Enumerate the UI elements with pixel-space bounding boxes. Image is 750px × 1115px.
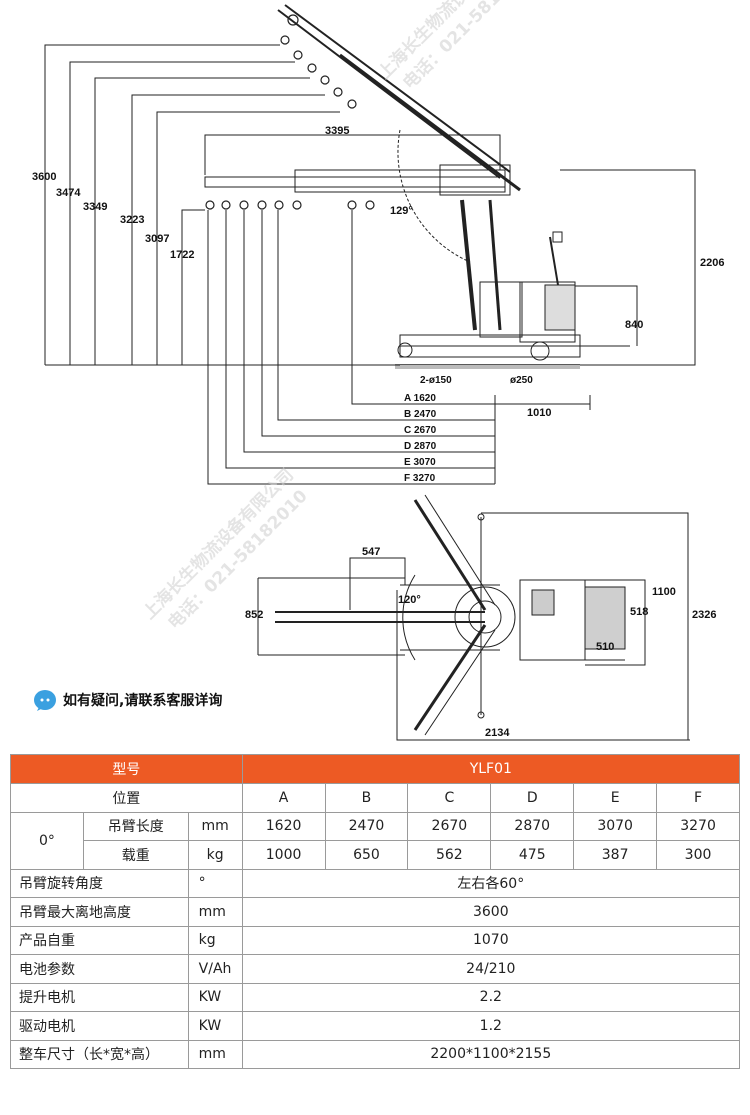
- plan-2326-label: 2326: [692, 609, 716, 621]
- svg-text:上海长生物流设备有限公司: 上海长生物流设备有限公司: [139, 464, 298, 623]
- speech-bubble-question-icon: [34, 690, 56, 711]
- spec-value: 1070: [241, 925, 741, 955]
- boom-length-cell: 3270: [656, 811, 740, 841]
- plan-2134-label: 2134: [485, 727, 510, 739]
- position-cell: F: [656, 783, 740, 813]
- spec-unit: kg: [187, 925, 243, 955]
- header-label: 型号: [10, 754, 243, 784]
- spec-label: 吊臂最大离地高度: [10, 897, 189, 927]
- spec-unit: mm: [187, 897, 243, 927]
- position-label: 位置: [10, 783, 243, 813]
- boom-length-cell: 1620: [241, 811, 326, 841]
- reach-label-a: A 1620: [404, 393, 436, 404]
- boom-length-cell: 2870: [490, 811, 575, 841]
- top-width-label: 3395: [325, 125, 349, 137]
- angle-label: 0°: [10, 811, 84, 870]
- spec-value: 左右各60°: [241, 868, 741, 898]
- plan-1100-label: 1100: [652, 586, 676, 598]
- spec-value: 3600: [241, 897, 741, 927]
- spec-unit: mm: [187, 1039, 243, 1069]
- height-label-2: 3474: [56, 187, 81, 199]
- load-cell: 475: [490, 840, 575, 870]
- spec-label: 产品自重: [10, 925, 189, 955]
- height-label-3: 3349: [83, 201, 107, 213]
- load-unit: kg: [187, 840, 243, 870]
- spec-row: 提升电机 KW 2.2: [10, 982, 741, 1012]
- height-label-4: 3223: [120, 214, 144, 226]
- position-cell: A: [241, 783, 326, 813]
- boom-length-unit: mm: [187, 811, 243, 841]
- drive-wheel-label: ø250: [510, 375, 533, 386]
- spec-row: 整车尺寸（长*宽*高） mm 2200*1100*2155: [10, 1039, 741, 1069]
- spec-row: 吊臂旋转角度 ° 左右各60°: [10, 868, 741, 898]
- load-cell: 300: [656, 840, 740, 870]
- tip-text: 如有疑问,请联系客服详询: [63, 693, 223, 709]
- boom-length-cell: 2670: [407, 811, 492, 841]
- plan-510-label: 510: [596, 641, 614, 653]
- spec-label: 电池参数: [10, 954, 189, 984]
- table-header-row: 型号 YLF01: [10, 754, 741, 784]
- reach-body-label: 1010: [527, 407, 551, 419]
- plan-view: [257, 494, 690, 741]
- spec-row: 产品自重 kg 1070: [10, 925, 741, 955]
- spec-row: 电池参数 V/Ah 24/210: [10, 954, 741, 984]
- reach-label-d: D 2870: [404, 441, 437, 452]
- position-cell: B: [324, 783, 409, 813]
- boom-length-cell: 3070: [573, 811, 658, 841]
- load-row: 载重 kg 1000 650 562 475 387 300: [11, 840, 740, 870]
- load-cell: 387: [573, 840, 658, 870]
- height-label-6: 1722: [170, 249, 194, 261]
- technical-drawing: 3600 3474 3349 3223 3097 1722 3395 129° …: [32, 0, 724, 741]
- boom-length-label: 吊臂长度: [82, 811, 189, 841]
- height-label-5: 3097: [145, 233, 169, 245]
- spec-label: 整车尺寸（长*宽*高）: [10, 1039, 189, 1069]
- help-tip: 如有疑问,请联系客服详询: [33, 688, 222, 712]
- spec-unit: V/Ah: [187, 954, 243, 984]
- spec-value: 24/210: [241, 954, 741, 984]
- spec-value: 1.2: [241, 1011, 741, 1041]
- spec-label: 提升电机: [10, 982, 189, 1012]
- plan-518-label: 518: [630, 606, 648, 618]
- boom-length-row: 0° 吊臂长度 mm 1620 2470 2670 2870 3070 3270: [10, 811, 740, 870]
- position-cell: C: [407, 783, 492, 813]
- spec-table: 型号 YLF01 位置 A B C D E F 0° 吊臂长度 mm 1620 …: [10, 754, 741, 1069]
- spec-label: 吊臂旋转角度: [10, 868, 189, 898]
- spec-row: 驱动电机 KW 1.2: [10, 1011, 741, 1041]
- header-model: YLF01: [241, 754, 741, 784]
- spec-unit: KW: [187, 1011, 243, 1041]
- boom-length-cell: 2470: [324, 811, 409, 841]
- position-cell: D: [490, 783, 575, 813]
- spec-label: 驱动电机: [10, 1011, 189, 1041]
- reach-label-c: C 2670: [404, 425, 437, 436]
- spec-row: 吊臂最大离地高度 mm 3600: [10, 897, 741, 927]
- load-cell: 562: [407, 840, 492, 870]
- spec-value: 2200*1100*2155: [241, 1039, 741, 1069]
- spec-unit: KW: [187, 982, 243, 1012]
- load-cell: 650: [324, 840, 409, 870]
- reach-label-f: F 3270: [404, 473, 436, 484]
- plan-547-label: 547: [362, 546, 380, 558]
- position-cell: E: [573, 783, 658, 813]
- spec-value: 2.2: [241, 982, 741, 1012]
- reach-label-b: B 2470: [404, 409, 437, 420]
- front-wheel-label: 2-ø150: [420, 375, 452, 386]
- height-label-1: 3600: [32, 171, 56, 183]
- boom-angle-label: 129°: [390, 205, 413, 217]
- reach-label-e: E 3070: [404, 457, 436, 468]
- load-label: 载重: [82, 840, 189, 870]
- side-view: [44, 4, 696, 485]
- load-cell: 1000: [241, 840, 326, 870]
- plan-852-label: 852: [245, 609, 263, 621]
- position-row: 位置 A B C D E F: [10, 783, 740, 813]
- height-right-label: 2206: [700, 257, 724, 269]
- plan-angle-label: 120°: [398, 594, 421, 606]
- body-height-label: 840: [625, 319, 643, 331]
- spec-unit: °: [187, 868, 243, 898]
